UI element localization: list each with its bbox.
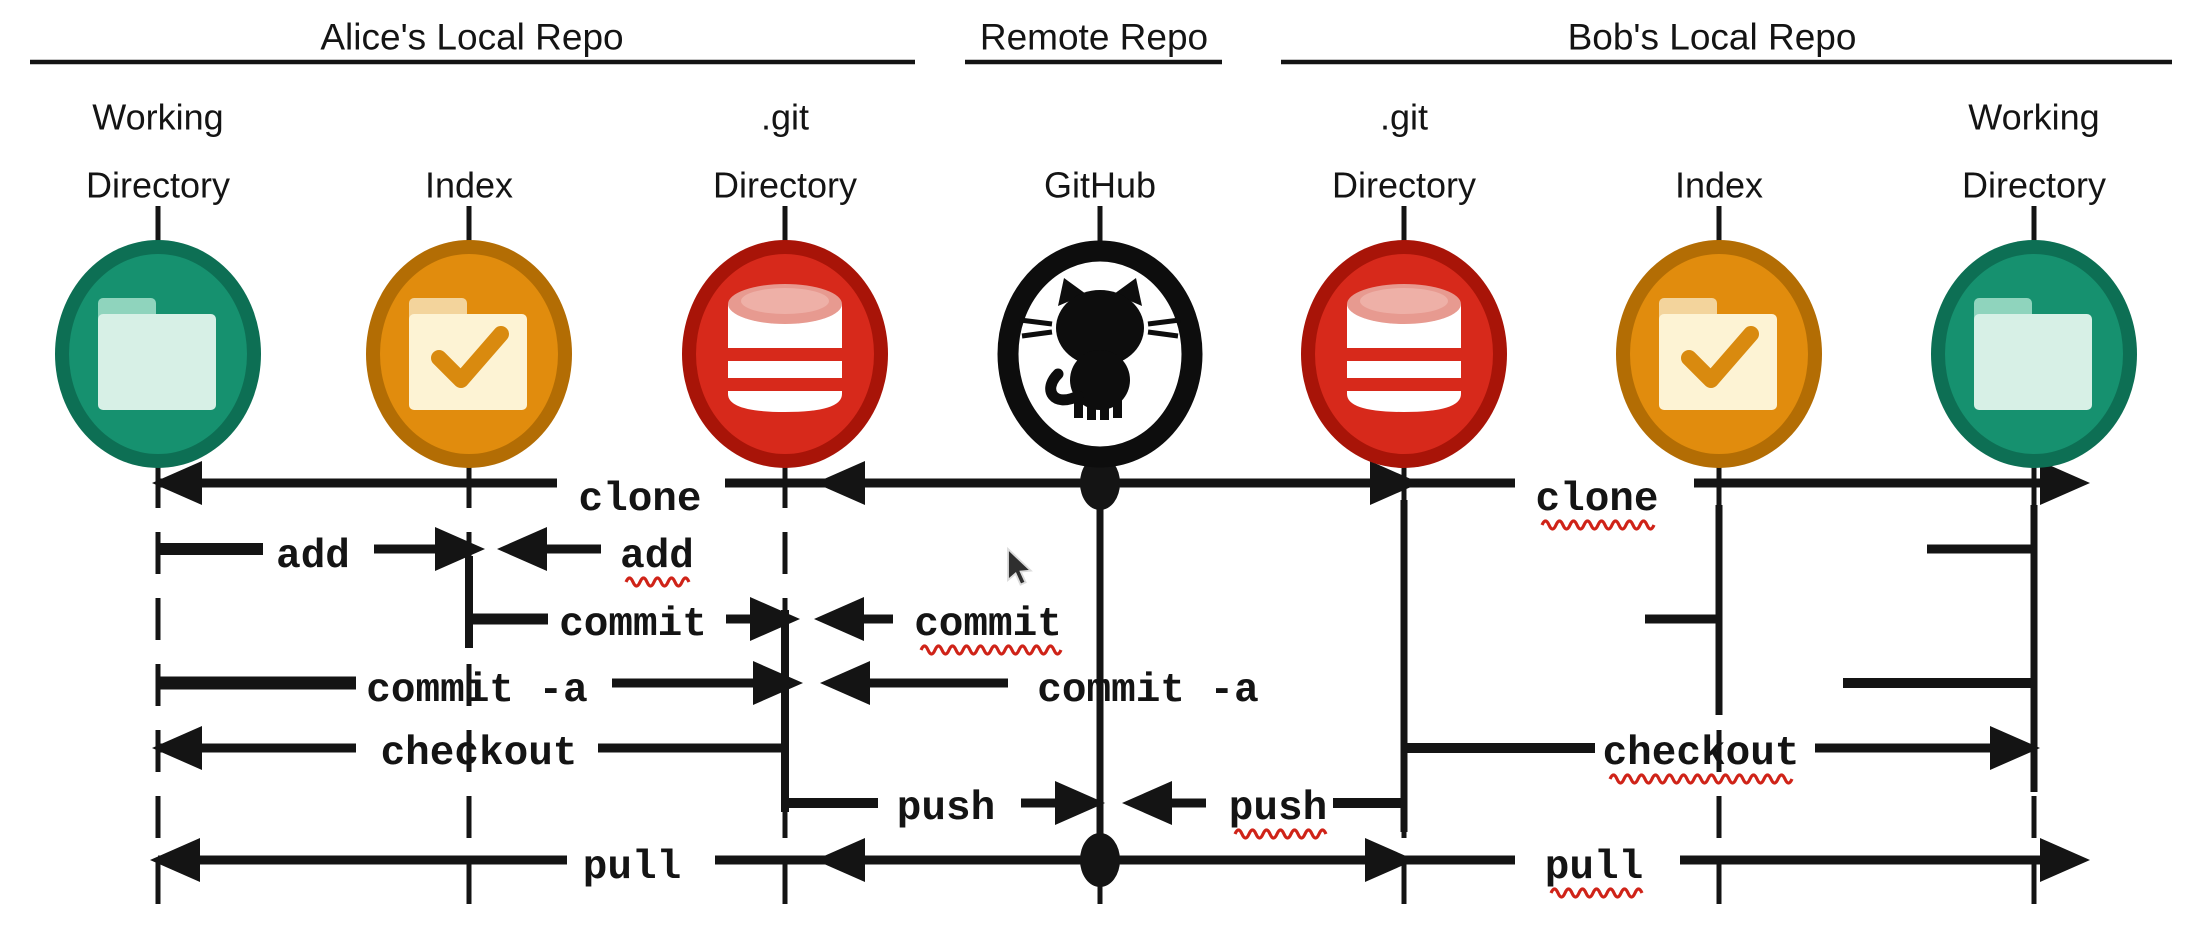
column-label: .git <box>761 97 809 138</box>
github-part <box>1147 317 1181 327</box>
arrowhead-right <box>2040 461 2090 505</box>
database-red-icon <box>1301 240 1507 468</box>
folder-check-orange-icon <box>1616 240 1822 468</box>
folder-check-orange-part <box>431 326 509 388</box>
column-label: Directory <box>1332 165 1476 206</box>
column-label: Index <box>1675 165 1763 206</box>
command-label: commit <box>914 602 1062 648</box>
spellcheck-squiggle <box>1540 519 1656 531</box>
column-label: Directory <box>86 165 230 206</box>
database-red-part <box>1347 348 1461 361</box>
arrowhead-left <box>1122 781 1172 825</box>
column-label: .git <box>1380 97 1428 138</box>
column-label: Index <box>425 165 513 206</box>
arrowhead-right <box>1055 781 1105 825</box>
github-part <box>1087 390 1096 420</box>
group-title: Alice's Local Repo <box>320 17 623 58</box>
arrowhead-left <box>820 661 870 705</box>
github-part <box>1019 317 1053 327</box>
command-label: clone <box>578 477 701 523</box>
arrowhead-left <box>815 838 865 882</box>
folder-green-icon <box>1931 240 2137 468</box>
database-red-part <box>1347 378 1461 391</box>
spellcheck-squiggle <box>919 644 1063 656</box>
arrowhead-left <box>814 597 864 641</box>
arrowhead-right <box>1370 461 1420 505</box>
command-label: push <box>1229 786 1327 832</box>
database-red-part <box>1360 288 1448 314</box>
mouse-cursor <box>1007 546 1033 586</box>
github-part <box>1114 278 1142 306</box>
folder-green-icon <box>55 240 261 468</box>
command-label: add <box>276 534 350 580</box>
github-part <box>1021 329 1053 339</box>
database-red-part <box>741 288 829 314</box>
github-part <box>1056 290 1144 366</box>
folder-green-part <box>98 314 216 410</box>
command-label: checkout <box>1603 731 1800 777</box>
column-label: GitHub <box>1044 165 1156 206</box>
arrowhead-left <box>497 527 547 571</box>
command-label: add <box>620 534 694 580</box>
command-label: commit -a <box>366 668 587 714</box>
group-title: Bob's Local Repo <box>1568 17 1857 58</box>
command-label: commit -a <box>1037 668 1258 714</box>
github-part <box>1147 329 1179 339</box>
arrowhead-right <box>1365 838 1415 882</box>
database-red-part <box>728 348 842 361</box>
merge-dot <box>1080 456 1120 510</box>
command-label: pull <box>583 845 681 891</box>
github-part <box>1113 388 1122 418</box>
column-label: Directory <box>1962 165 2106 206</box>
column-label: Directory <box>713 165 857 206</box>
folder-check-orange-icon <box>366 240 572 468</box>
command-label: commit <box>559 602 707 648</box>
arrowhead-right <box>1990 726 2040 770</box>
github-part <box>1074 388 1083 418</box>
github-icon <box>997 240 1203 468</box>
command-label: pull <box>1545 845 1643 891</box>
arrowhead-left <box>815 461 865 505</box>
spellcheck-squiggle <box>1608 773 1794 785</box>
folder-check-orange-part <box>1681 326 1759 388</box>
database-red-icon <box>682 240 888 468</box>
database-red-part <box>728 378 842 391</box>
group-title: Remote Repo <box>980 17 1208 58</box>
column-label: Working <box>1968 97 2099 138</box>
arrowhead-right <box>435 527 485 571</box>
arrowhead-right <box>750 597 800 641</box>
github-part <box>1058 278 1086 306</box>
command-label: checkout <box>381 731 578 777</box>
spellcheck-squiggle <box>624 576 691 588</box>
github-part <box>1045 368 1084 406</box>
arrowhead-right <box>2040 838 2090 882</box>
github-part <box>1100 390 1109 420</box>
merge-dot <box>1080 833 1120 887</box>
spellcheck-squiggle <box>1549 887 1644 899</box>
command-label: clone <box>1535 477 1658 523</box>
spellcheck-squiggle <box>1233 828 1328 840</box>
arrowhead-right <box>753 661 803 705</box>
column-label: Working <box>92 97 223 138</box>
folder-green-part <box>1974 314 2092 410</box>
command-label: push <box>897 786 995 832</box>
